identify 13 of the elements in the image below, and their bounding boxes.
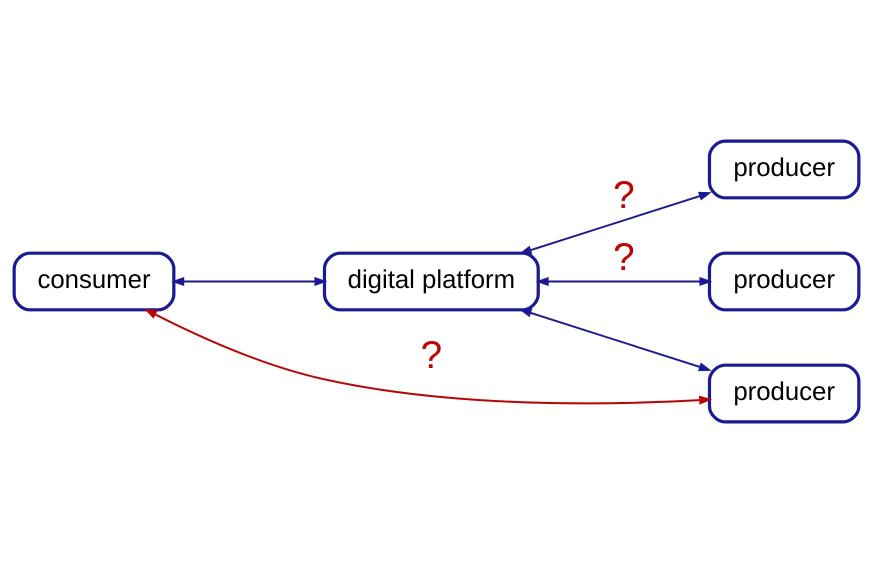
arrow — [171, 276, 328, 286]
edge-label: ? — [420, 334, 442, 377]
arrow — [144, 308, 712, 405]
node-box: producer — [708, 252, 860, 312]
node-box: consumer — [12, 252, 176, 312]
arrow — [536, 276, 712, 286]
node-box: digital platform — [322, 252, 540, 312]
node-box: producer — [708, 364, 860, 424]
arrow — [518, 192, 712, 254]
node-box: producer — [708, 140, 860, 200]
arrow — [518, 308, 712, 372]
edge-label: ? — [613, 174, 635, 218]
edge-label: ? — [613, 236, 635, 279]
